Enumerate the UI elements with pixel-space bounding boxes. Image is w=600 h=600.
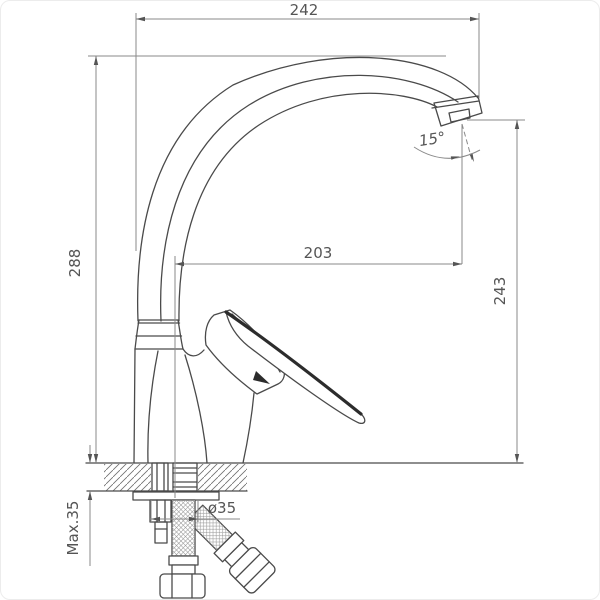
counter-section	[85, 462, 524, 599]
hose-diagonal	[186, 504, 276, 594]
dim-top-width: 242	[135, 1, 480, 251]
dim-top-width-label: 242	[290, 1, 319, 19]
dim-counter-thickness-label: Max.35	[64, 501, 82, 556]
faucet-handle	[204, 309, 366, 425]
spout-middle-curve	[160, 74, 459, 322]
handle-shadow-wedge	[253, 371, 270, 384]
spout-inner-curve	[178, 92, 438, 322]
dim-spout-angle-label: 15°	[418, 128, 447, 150]
mounting-stud	[149, 499, 172, 544]
dim-spout-height: 243	[467, 119, 525, 463]
mounting-plate	[132, 491, 220, 501]
dim-spout-height-label: 243	[491, 277, 509, 306]
dim-overall-height: 288	[66, 55, 446, 463]
dim-spout-angle: 15°	[413, 123, 481, 162]
dimension-annotations: 242 288 203 243	[64, 1, 525, 566]
aerator-cap	[433, 95, 483, 127]
dim-spout-reach-label: 203	[304, 244, 333, 262]
hose-straight	[159, 499, 206, 599]
faucet-body	[133, 348, 255, 464]
counter-hatch-left	[104, 464, 151, 491]
aerator-seam	[431, 100, 480, 109]
dim-hole-diameter-label: ø35	[208, 499, 236, 517]
aerator-outlet	[448, 108, 471, 123]
handle-lever-top-edge	[224, 310, 363, 416]
mounting-shank	[151, 462, 198, 492]
column-rings	[134, 319, 184, 350]
counter-hatch-right	[198, 464, 247, 491]
dim-counter-thickness: Max.35	[64, 445, 93, 566]
spout-outer-curve	[137, 56, 479, 322]
faucet-outline	[133, 56, 483, 464]
dim-spout-reach: 203	[174, 124, 463, 498]
dim-hole-diameter: ø35	[149, 499, 240, 522]
dim-overall-height-label: 288	[66, 249, 84, 278]
